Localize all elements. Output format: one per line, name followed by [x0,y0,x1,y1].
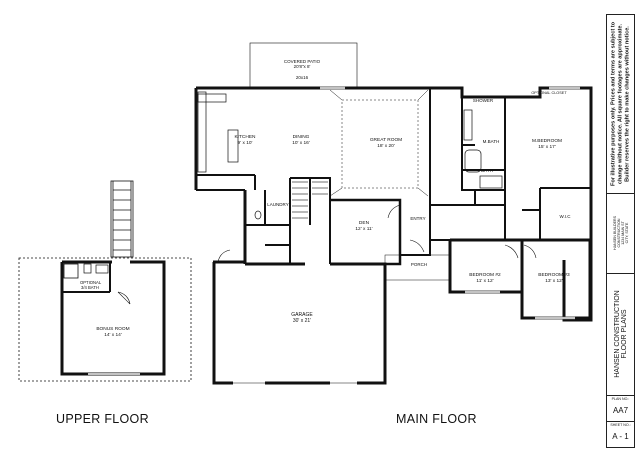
bonus-room-walls [60,260,166,376]
bonus-door-swing [117,291,131,305]
kitchen-walls [196,174,256,191]
bedroom3-name: BEDROOM #3 [538,272,570,278]
m-bath-name: M.BATH [483,139,500,144]
upper-floor-outline [18,257,192,382]
great-room-name: GREAT ROOM [370,137,402,143]
plan-no-cell: PLAN NO.: AA7 [607,395,634,422]
kitchen-counter [197,91,207,173]
company-info: HANSEN BUILDERS CONSTRUCTION 1234 MAIN S… [613,197,629,269]
bedroom3-dims: 13' x 12' [545,278,563,284]
entry-door [409,239,425,253]
upper-shower [63,263,79,279]
kitchen-name: KITCHEN [234,134,256,140]
patio-note: 20x16 [296,75,309,80]
porch-outline [384,254,451,281]
upper-floor-plan [18,180,192,382]
bedroom2-door [504,244,519,259]
bonus-room-dims: 14' x 14' [104,332,122,338]
wic-name: W.I.C [560,214,572,219]
hall-walls [430,205,506,241]
main-stair [292,181,328,219]
bedroom2-name: BEDROOM #2 [469,272,501,278]
great-room-walls [400,88,431,256]
bath-walls [430,169,505,206]
optional-bath-dims: 3/4 BATH [81,285,99,290]
upper-vanity [95,264,109,274]
mbath-vanity [463,109,473,141]
m-bedroom-dims: 15' x 17' [538,144,556,150]
garage-dims: 30' x 21' [293,318,311,324]
project-subtitle: FLOOR PLANS [620,309,628,359]
plan-no-value: AA7 [612,406,629,415]
den-name: DEN [359,220,370,226]
company-line-4: CITY, STATE [624,222,629,244]
company-info-cell: HANSEN BUILDERS CONSTRUCTION 1234 MAIN S… [607,193,634,274]
garage-entry-door [217,249,231,263]
main-exterior-walls [194,86,593,322]
company-line-3: 1234 MAIN ST [620,221,625,245]
company-line-2: CONSTRUCTION [616,218,621,248]
disclaimer-text: For illustrative purposes only. Prices a… [610,21,630,187]
upper-floor-caption: UPPER FLOOR [56,412,149,426]
title-block: For illustrative purposes only. Prices a… [606,14,635,448]
bath-name: BATH [481,168,493,173]
mbath-walls [461,97,506,205]
m-bedroom-name: M.BEDROOM [532,138,562,144]
upper-toilet [83,263,92,274]
den-walls [330,198,402,266]
main-floor-caption: MAIN FLOOR [396,412,477,426]
shower-name: SHOWER [473,98,494,103]
optional-closet-name: OPTIONAL CLOSET [531,91,567,95]
kitchen-island [227,129,239,163]
bedroom-wing-walls [448,238,592,320]
bedroom2-dims: 11' x 12' [476,278,493,284]
patio-dims: 20'8"x 8' [294,64,311,69]
garage-name: GARAGE [291,312,313,318]
sheet-no-cell: SHEET NO.: A - 1 [607,421,634,447]
sheet-no-label: SHEET NO.: [610,423,631,427]
stair-area-walls [289,177,331,264]
den-dims: 12' x 11' [355,226,372,232]
bath-tub [479,175,503,189]
entry-name: ENTRY [410,216,425,221]
laundry-name: LAUNDRY [267,202,288,207]
sheet-no-value: A - 1 [612,432,629,441]
company-line-1: HANSEN BUILDERS [612,216,617,250]
great-room-dims: 18' x 20' [377,143,395,149]
project-title: HANSEN CONSTRUCTION [613,290,621,378]
wic-walls [522,187,591,240]
powder-toilet [254,210,262,220]
patio-name: COVERED PATIO [284,59,321,64]
optional-bath-name: OPTIONAL [80,280,102,285]
dining-name: DINING [293,134,310,140]
den-door [387,204,401,219]
dining-dims: 10' x 16' [292,140,310,146]
laundry-walls [245,190,290,246]
project-title-block: HANSEN CONSTRUCTION FLOOR PLANS [614,275,628,393]
project-title-cell: HANSEN CONSTRUCTION FLOOR PLANS [607,273,634,396]
upper-stair [110,180,134,258]
disclaimer-cell: For illustrative purposes only. Prices a… [607,15,634,194]
pantry [197,93,227,103]
optional-bath-walls [62,262,111,293]
mbath-tub [464,149,482,173]
plan-no-label: PLAN NO.: [611,397,630,401]
great-room-ceiling [341,99,419,189]
bonus-room-name: BONUS ROOM [96,326,129,332]
porch-name: PORCH [411,262,427,267]
bedroom3-door [523,244,537,259]
main-floor-plan [194,42,593,385]
kitchen-dims: 9' x 10' [238,140,253,146]
